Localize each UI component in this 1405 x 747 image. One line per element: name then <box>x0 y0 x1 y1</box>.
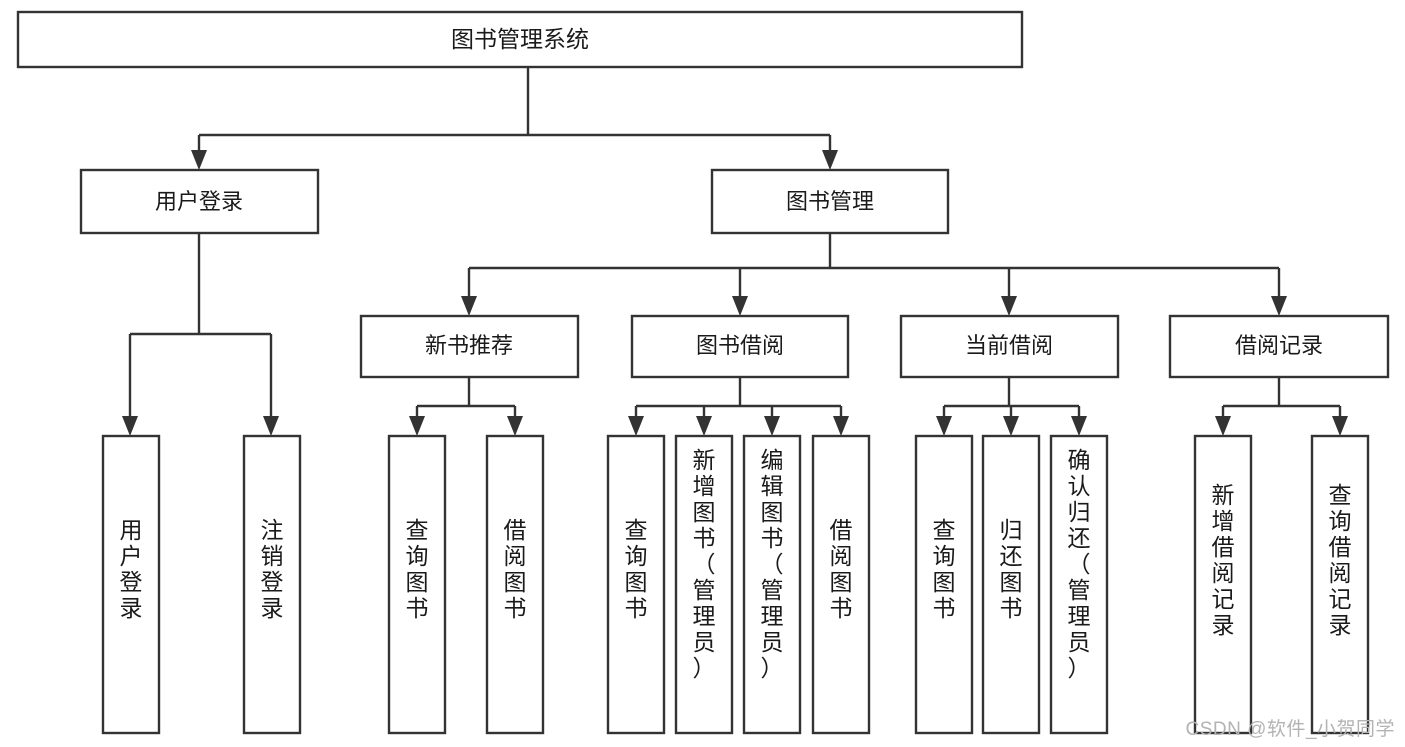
node-leaf-query-book-2-box[interactable] <box>606 434 666 735</box>
node-leaf-borrow-book-2-label: 借阅图书 <box>830 517 853 621</box>
node-leaf-user-login-label: 用户登录 <box>120 517 143 621</box>
node-leaf-add-book[interactable]: 新增图书（管理员） <box>674 434 734 735</box>
node-leaf-logout-box[interactable] <box>242 434 302 735</box>
node-leaf-add-book-box[interactable] <box>674 434 734 735</box>
node-book-management[interactable]: 图书管理 <box>710 168 950 235</box>
arrow-to-borrow-record <box>1271 296 1287 316</box>
node-leaf-borrow-book-1-box[interactable] <box>485 434 545 735</box>
node-leaf-query-record-box[interactable] <box>1310 434 1370 735</box>
arrow-to-leaf-user-login <box>122 416 138 436</box>
arrow-to-book-borrow <box>732 296 748 316</box>
arrow-to-leaf-edit-book <box>764 416 780 436</box>
node-leaf-query-book-1[interactable]: 查询图书 <box>387 434 447 735</box>
node-leaf-borrow-book-1-label: 借阅图书 <box>504 517 527 621</box>
node-borrow-record-label: 借阅记录 <box>1235 333 1323 358</box>
node-leaf-borrow-book-1[interactable]: 借阅图书 <box>485 434 545 735</box>
node-leaf-query-record[interactable]: 查询借阅记录 <box>1310 434 1370 735</box>
node-user-login[interactable]: 用户登录 <box>79 168 320 235</box>
csdn-watermark: CSDN @软件_小贺同学 <box>1185 719 1395 740</box>
node-leaf-logout-label: 注销登录 <box>261 517 284 621</box>
node-leaf-add-record[interactable]: 新增借阅记录 <box>1193 434 1253 735</box>
node-leaf-query-book-2[interactable]: 查询图书 <box>606 434 666 735</box>
node-leaf-return-book-label: 归还图书 <box>1000 517 1023 621</box>
arrow-to-leaf-query-book-1 <box>409 416 425 436</box>
node-leaf-query-book-2-label: 查询图书 <box>625 517 648 621</box>
node-leaf-query-book-3[interactable]: 查询图书 <box>914 434 974 735</box>
node-leaf-confirm-return-box[interactable] <box>1049 434 1109 735</box>
connectors-layer <box>122 67 1348 436</box>
node-leaf-edit-book-label: 编辑图书（管理员） <box>761 447 784 681</box>
node-book-management-box[interactable] <box>710 168 950 235</box>
arrow-to-leaf-query-book-3 <box>936 416 952 436</box>
node-leaf-query-book-3-label: 查询图书 <box>933 517 956 621</box>
node-leaf-borrow-book-2[interactable]: 借阅图书 <box>811 434 871 735</box>
node-leaf-add-record-box[interactable] <box>1193 434 1253 735</box>
node-leaf-query-record-label: 查询借阅记录 <box>1329 482 1352 638</box>
arrow-to-leaf-logout <box>263 416 279 436</box>
node-leaf-add-book-label: 新增图书（管理员） <box>693 447 716 681</box>
node-root[interactable]: 图书管理系统 <box>16 10 1024 69</box>
arrow-to-leaf-query-record <box>1332 416 1348 436</box>
node-user-login-box[interactable] <box>79 168 320 235</box>
arrow-to-leaf-add-book <box>696 416 712 436</box>
node-leaf-logout[interactable]: 注销登录 <box>242 434 302 735</box>
node-leaf-edit-book-box[interactable] <box>742 434 802 735</box>
node-root-box[interactable] <box>16 10 1024 69</box>
arrow-to-new-book-recommend <box>461 296 477 316</box>
node-leaf-user-login-box[interactable] <box>101 434 161 735</box>
node-root-label: 图书管理系统 <box>451 26 589 52</box>
arrow-to-leaf-add-record <box>1215 416 1231 436</box>
node-leaf-confirm-return[interactable]: 确认归还（管理员） <box>1049 434 1109 735</box>
node-book-borrow[interactable]: 图书借阅 <box>630 314 850 379</box>
node-new-book-recommend[interactable]: 新书推荐 <box>359 314 580 379</box>
node-leaf-edit-book[interactable]: 编辑图书（管理员） <box>742 434 802 735</box>
arrow-to-leaf-confirm-return <box>1071 416 1087 436</box>
node-leaf-add-record-label: 新增借阅记录 <box>1212 482 1235 638</box>
node-current-borrow-label: 当前借阅 <box>965 333 1053 358</box>
arrow-to-user-login <box>191 150 207 170</box>
node-book-management-label: 图书管理 <box>786 189 874 214</box>
node-leaf-return-book-box[interactable] <box>981 434 1041 735</box>
arrow-to-leaf-borrow-book-1 <box>507 416 523 436</box>
node-leaf-user-login[interactable]: 用户登录 <box>101 434 161 735</box>
node-new-book-recommend-box[interactable] <box>359 314 580 379</box>
arrow-to-leaf-return-book <box>1003 416 1019 436</box>
arrow-to-current-borrow <box>1001 296 1017 316</box>
arrow-to-leaf-query-book-2 <box>628 416 644 436</box>
node-current-borrow[interactable]: 当前借阅 <box>899 314 1120 379</box>
node-book-borrow-box[interactable] <box>630 314 850 379</box>
node-book-borrow-label: 图书借阅 <box>696 333 784 358</box>
node-leaf-borrow-book-2-box[interactable] <box>811 434 871 735</box>
node-leaf-query-book-3-box[interactable] <box>914 434 974 735</box>
node-leaf-return-book[interactable]: 归还图书 <box>981 434 1041 735</box>
node-current-borrow-box[interactable] <box>899 314 1120 379</box>
node-user-login-label: 用户登录 <box>155 189 243 214</box>
arrow-to-leaf-borrow-book-2 <box>833 416 849 436</box>
node-borrow-record[interactable]: 借阅记录 <box>1168 314 1390 379</box>
node-leaf-confirm-return-label: 确认归还（管理员） <box>1068 447 1091 681</box>
node-borrow-record-box[interactable] <box>1168 314 1390 379</box>
node-leaf-query-book-1-box[interactable] <box>387 434 447 735</box>
node-leaf-query-book-1-label: 查询图书 <box>406 517 429 621</box>
node-new-book-recommend-label: 新书推荐 <box>425 333 513 358</box>
arrow-to-book-management <box>822 150 838 170</box>
